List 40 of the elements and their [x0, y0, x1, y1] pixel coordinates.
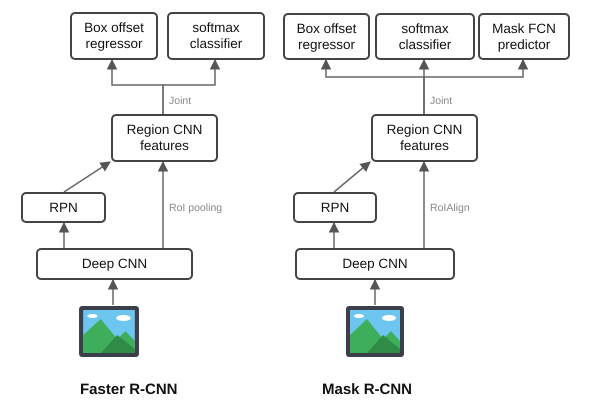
box-label: softmax classifier	[188, 20, 244, 52]
arrow	[423, 58, 528, 114]
edge-label: Joint	[429, 95, 454, 107]
process-box	[70, 12, 158, 60]
box-label: Deep CNN	[342, 256, 408, 272]
box-label: Deep CNN	[82, 256, 148, 272]
box-label: Region CNN features	[386, 122, 464, 154]
process-box	[375, 13, 475, 60]
process-box	[293, 192, 377, 223]
box-label: RPN	[320, 200, 350, 216]
process-box	[167, 12, 265, 60]
box-label: Region CNN features	[126, 122, 204, 154]
process-box	[283, 13, 370, 60]
process-box	[295, 248, 455, 280]
box-label: Box offset regressor	[296, 20, 358, 52]
arrow	[108, 278, 118, 305]
arrow	[158, 160, 168, 248]
edge-label: RoI pooling	[168, 202, 224, 214]
box-label: Mask FCN predictor	[491, 20, 557, 52]
box-label: softmax classifier	[398, 20, 452, 52]
process-box	[371, 114, 478, 162]
arrow	[328, 222, 340, 248]
edge-label: Joint	[168, 95, 192, 107]
process-box	[111, 114, 218, 162]
arrow	[370, 278, 380, 305]
diagram-caption: Mask R-CNN	[322, 381, 412, 398]
process-box	[21, 192, 106, 223]
arrow	[418, 160, 430, 248]
diagram-caption: Faster R-CNN	[80, 381, 178, 398]
box-label: RPN	[49, 200, 78, 216]
process-box	[478, 13, 570, 60]
arrow	[162, 58, 220, 114]
arrow	[64, 161, 111, 193]
picture	[345, 305, 405, 358]
arrow	[58, 222, 70, 248]
picture	[78, 305, 140, 358]
process-box	[36, 248, 193, 280]
edge-label: RoIAlign	[429, 202, 471, 214]
arrow	[334, 161, 371, 193]
box-label: Box offset regressor	[83, 20, 145, 52]
